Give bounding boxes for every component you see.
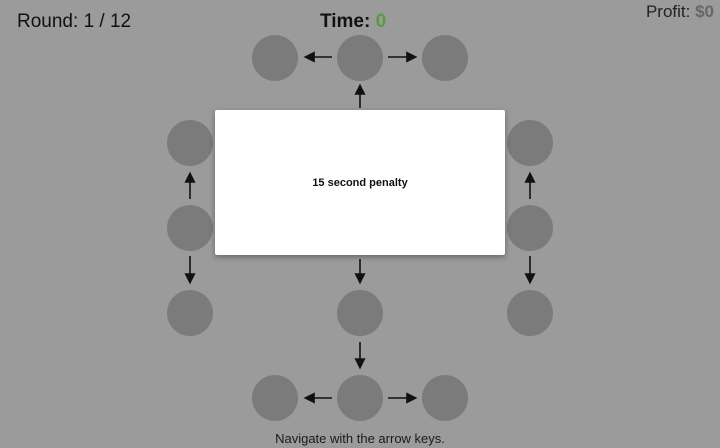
time-label: Time: — [320, 11, 371, 32]
node-right-top — [507, 120, 553, 166]
node-left-middle — [167, 205, 213, 251]
penalty-dialog: 15 second penalty — [215, 110, 505, 255]
time-indicator: Time: 0 — [320, 11, 386, 33]
node-right-bottom — [507, 290, 553, 336]
node-right-middle — [507, 205, 553, 251]
round-value: 1 / 12 — [83, 11, 132, 32]
round-label: Round: — [17, 11, 79, 32]
time-value: 0 — [375, 11, 387, 32]
navigation-hint: Navigate with the arrow keys. — [275, 431, 445, 446]
node-bottom-center — [337, 375, 383, 421]
node-bottom-left — [252, 375, 298, 421]
node-top-right — [422, 35, 468, 81]
node-left-bottom — [167, 290, 213, 336]
profit-indicator: Profit: $0 — [646, 2, 714, 22]
node-top-left — [252, 35, 298, 81]
node-center-lower — [337, 290, 383, 336]
round-indicator: Round: 1 / 12 — [17, 11, 131, 33]
profit-value: $0 — [695, 2, 714, 21]
penalty-message: 15 second penalty — [312, 176, 408, 189]
node-bottom-right — [422, 375, 468, 421]
node-left-top — [167, 120, 213, 166]
node-top-center — [337, 35, 383, 81]
profit-label: Profit: — [645, 2, 691, 21]
